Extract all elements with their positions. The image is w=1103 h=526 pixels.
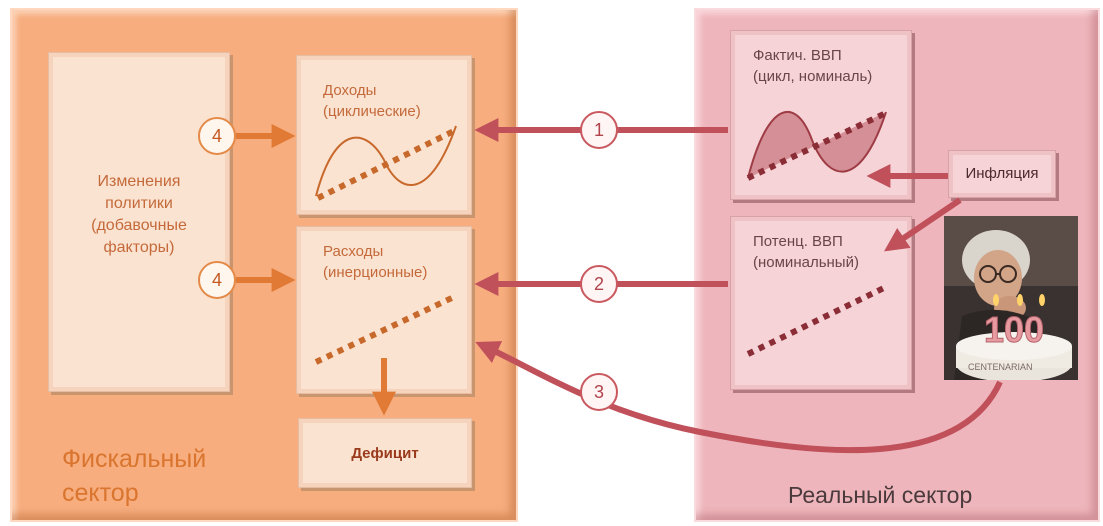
link-4-income-marker: 4 [198, 117, 236, 155]
expense-label: Расходы (инерционные) [323, 243, 428, 281]
link-4-expense-marker: 4 [198, 261, 236, 299]
link-2-marker: 2 [580, 265, 618, 303]
actual-gdp-label: Фактич. ВВП (цикл, номиналь) [753, 47, 873, 85]
potential-gdp-box: Потенц. ВВП (номинальный) [730, 216, 912, 390]
link-1-marker: 1 [580, 111, 618, 149]
centenarian-photo: CENTENARIAN 100 [944, 216, 1078, 380]
inflation-label: Инфляция [965, 165, 1039, 182]
policy-changes-box: Изменения политики (добавочные факторы) [48, 52, 230, 392]
inflation-box: Инфляция [948, 150, 1056, 198]
income-cycle-sketch [315, 125, 458, 201]
income-box: Доходы (циклические) [296, 55, 472, 215]
deficit-label: Дефицит [351, 445, 419, 462]
actual-gdp-cycle-sketch [746, 109, 890, 181]
centenarian-illustration: CENTENARIAN 100 [944, 216, 1078, 380]
real-sector-label: Реальный сектор [788, 482, 973, 508]
deficit-box: Дефицит [298, 418, 472, 488]
potential-gdp-label: Потенц. ВВП (номинальный) [753, 233, 859, 271]
arrow-3-centenarian-to-expense [475, 341, 1003, 454]
potential-gdp-trend-sketch [746, 283, 890, 357]
expense-trend-sketch [314, 293, 458, 365]
cake-text: CENTENARIAN [968, 362, 1033, 372]
arrow-inflation-to-potential-gdp [884, 197, 962, 252]
income-label: Доходы (циклические) [323, 82, 421, 120]
candle-numbers: 100 [984, 309, 1044, 350]
link-3-marker: 3 [580, 373, 618, 411]
fiscal-sector-label: Фискальный сектор [62, 445, 207, 507]
policy-changes-label: Изменения политики (добавочные факторы) [91, 173, 187, 256]
